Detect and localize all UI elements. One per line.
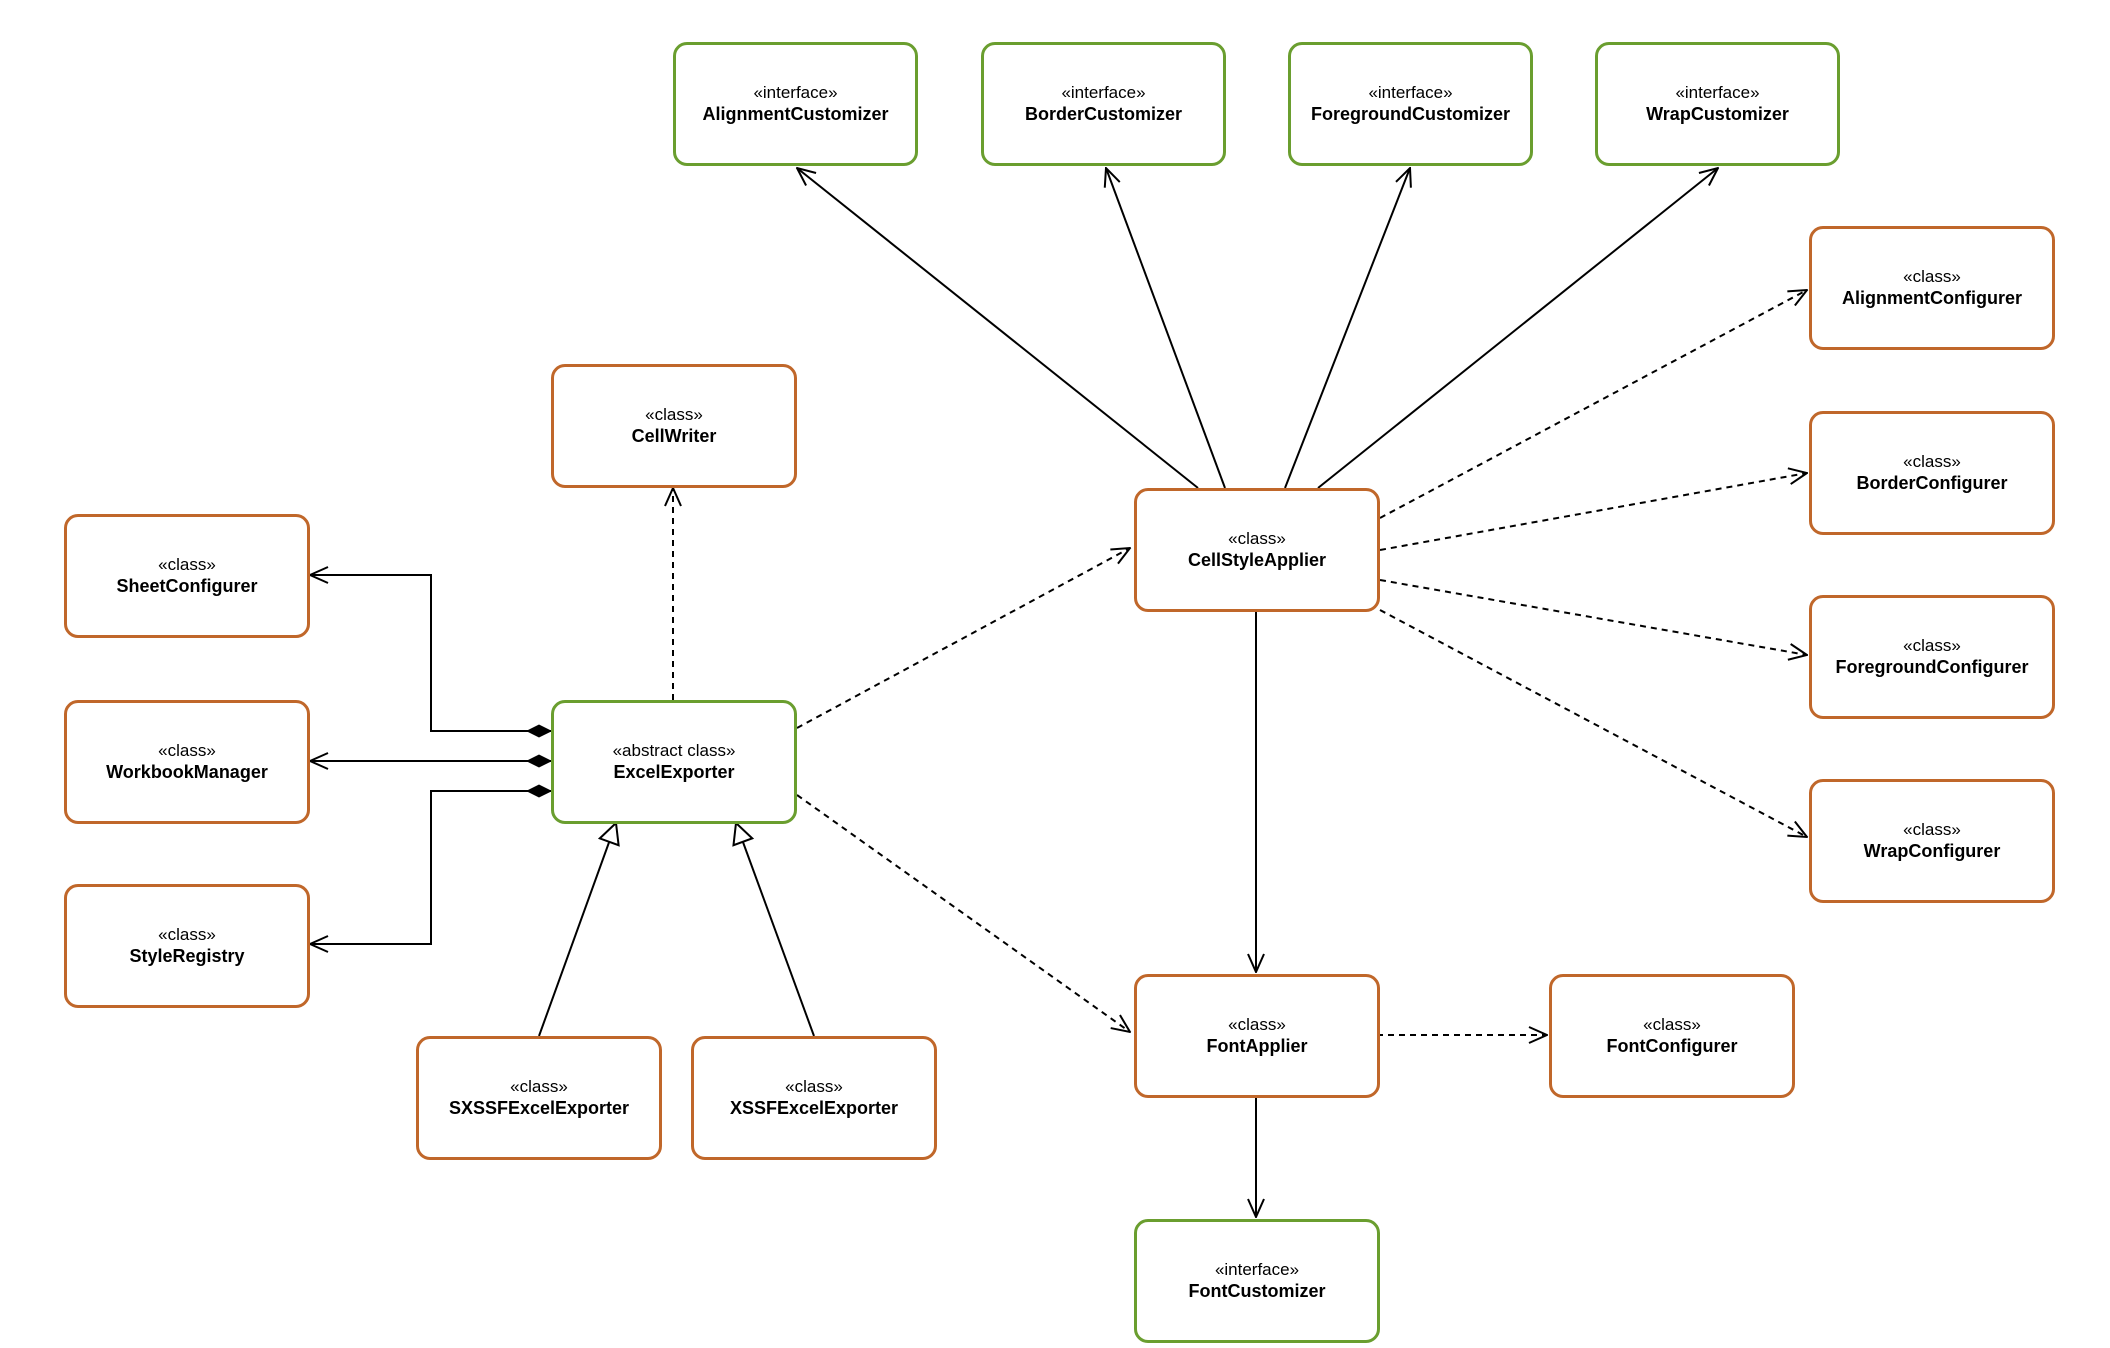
class-name: FontApplier [1206, 1036, 1308, 1056]
stereotype-label: «class» [1228, 1015, 1286, 1034]
class-name: FontConfigurer [1606, 1036, 1738, 1056]
node-foreground-configurer[interactable]: «class» ForegroundConfigurer [1809, 595, 2055, 719]
stereotype-label: «class» [158, 925, 216, 944]
node-border-customizer[interactable]: «interface» BorderCustomizer [981, 42, 1226, 166]
class-name: WrapConfigurer [1863, 841, 2001, 861]
node-cell-writer[interactable]: «class» CellWriter [551, 364, 797, 488]
node-sheet-configurer[interactable]: «class» SheetConfigurer [64, 514, 310, 638]
class-name: XSSFExcelExporter [729, 1098, 899, 1118]
node-border-configurer[interactable]: «class» BorderConfigurer [1809, 411, 2055, 535]
stereotype-label: «class» [1903, 820, 1961, 839]
class-name: BorderCustomizer [1024, 104, 1183, 124]
stereotype-label: «abstract class» [612, 741, 736, 760]
stereotype-label: «class» [158, 555, 216, 574]
class-name: FontCustomizer [1188, 1281, 1326, 1301]
stereotype-label: «class» [158, 741, 216, 760]
edge-excelexporter-sheetconfigurer [310, 575, 551, 731]
class-name: ForegroundConfigurer [1835, 657, 2029, 677]
stereotype-label: «class» [510, 1077, 568, 1096]
edge-excelexporter-styleregistry [310, 791, 551, 944]
node-font-applier[interactable]: «class» FontApplier [1134, 974, 1380, 1098]
node-wrap-customizer[interactable]: «interface» WrapCustomizer [1595, 42, 1840, 166]
class-name: SheetConfigurer [116, 576, 258, 596]
stereotype-label: «class» [1903, 452, 1961, 471]
edge-xssfexcelexporter-excelexporter [736, 823, 815, 1037]
edge-cellstyleapplier-borderconfigurer [1379, 473, 1807, 551]
class-name: AlignmentCustomizer [702, 104, 889, 124]
edge-excelexporter-cellstyleapplier [796, 548, 1130, 729]
stereotype-label: «interface» [1061, 83, 1146, 102]
edge-cellstyleapplier-alignmentconfigurer [1379, 290, 1807, 519]
class-name: BorderConfigurer [1856, 473, 2008, 493]
edge-cellstyleapplier-foregroundcustomizer [1284, 168, 1410, 489]
class-name: AlignmentConfigurer [1842, 288, 2022, 308]
class-name: WrapCustomizer [1646, 104, 1789, 124]
class-name: ForegroundCustomizer [1310, 104, 1510, 124]
class-name: StyleRegistry [129, 946, 245, 966]
node-workbook-manager[interactable]: «class» WorkbookManager [64, 700, 310, 824]
class-name: CellWriter [631, 426, 717, 446]
node-wrap-configurer[interactable]: «class» WrapConfigurer [1809, 779, 2055, 903]
node-font-configurer[interactable]: «class» FontConfigurer [1549, 974, 1795, 1098]
stereotype-label: «class» [1903, 267, 1961, 286]
node-cell-style-applier[interactable]: «class» CellStyleApplier [1134, 488, 1380, 612]
node-style-registry[interactable]: «class» StyleRegistry [64, 884, 310, 1008]
edge-cellstyleapplier-wrapcustomizer [1317, 168, 1718, 489]
node-alignment-configurer[interactable]: «class» AlignmentConfigurer [1809, 226, 2055, 350]
class-name: CellStyleApplier [1187, 550, 1327, 570]
node-xssf-excel-exporter[interactable]: «class» XSSFExcelExporter [691, 1036, 937, 1160]
stereotype-label: «class» [1643, 1015, 1701, 1034]
class-name: ExcelExporter [613, 762, 735, 782]
edge-cellstyleapplier-foregroundconfigurer [1379, 579, 1807, 655]
node-alignment-customizer[interactable]: «interface» AlignmentCustomizer [673, 42, 918, 166]
edge-cellstyleapplier-bordercustomizer [1106, 168, 1226, 489]
stereotype-label: «class» [1903, 636, 1961, 655]
stereotype-label: «class» [1228, 529, 1286, 548]
edge-cellstyleapplier-alignmentcustomizer [797, 168, 1199, 489]
node-font-customizer[interactable]: «interface» FontCustomizer [1134, 1219, 1380, 1343]
stereotype-label: «interface» [1214, 1260, 1300, 1279]
class-name: SXSSFExcelExporter [448, 1098, 630, 1118]
edge-sxssfexcelexporter-excelexporter [538, 823, 616, 1037]
stereotype-label: «interface» [1368, 83, 1453, 102]
stereotype-label: «interface» [1675, 83, 1760, 102]
class-name: WorkbookManager [106, 762, 268, 782]
edge-excelexporter-fontapplier [796, 794, 1130, 1032]
node-excel-exporter[interactable]: «abstract class» ExcelExporter [551, 700, 797, 824]
stereotype-label: «class» [785, 1077, 843, 1096]
node-foreground-customizer[interactable]: «interface» ForegroundCustomizer [1288, 42, 1533, 166]
node-sxssf-excel-exporter[interactable]: «class» SXSSFExcelExporter [416, 1036, 662, 1160]
stereotype-label: «class» [645, 405, 703, 424]
stereotype-label: «interface» [753, 83, 838, 102]
edge-cellstyleapplier-wrapconfigurer [1379, 609, 1807, 837]
